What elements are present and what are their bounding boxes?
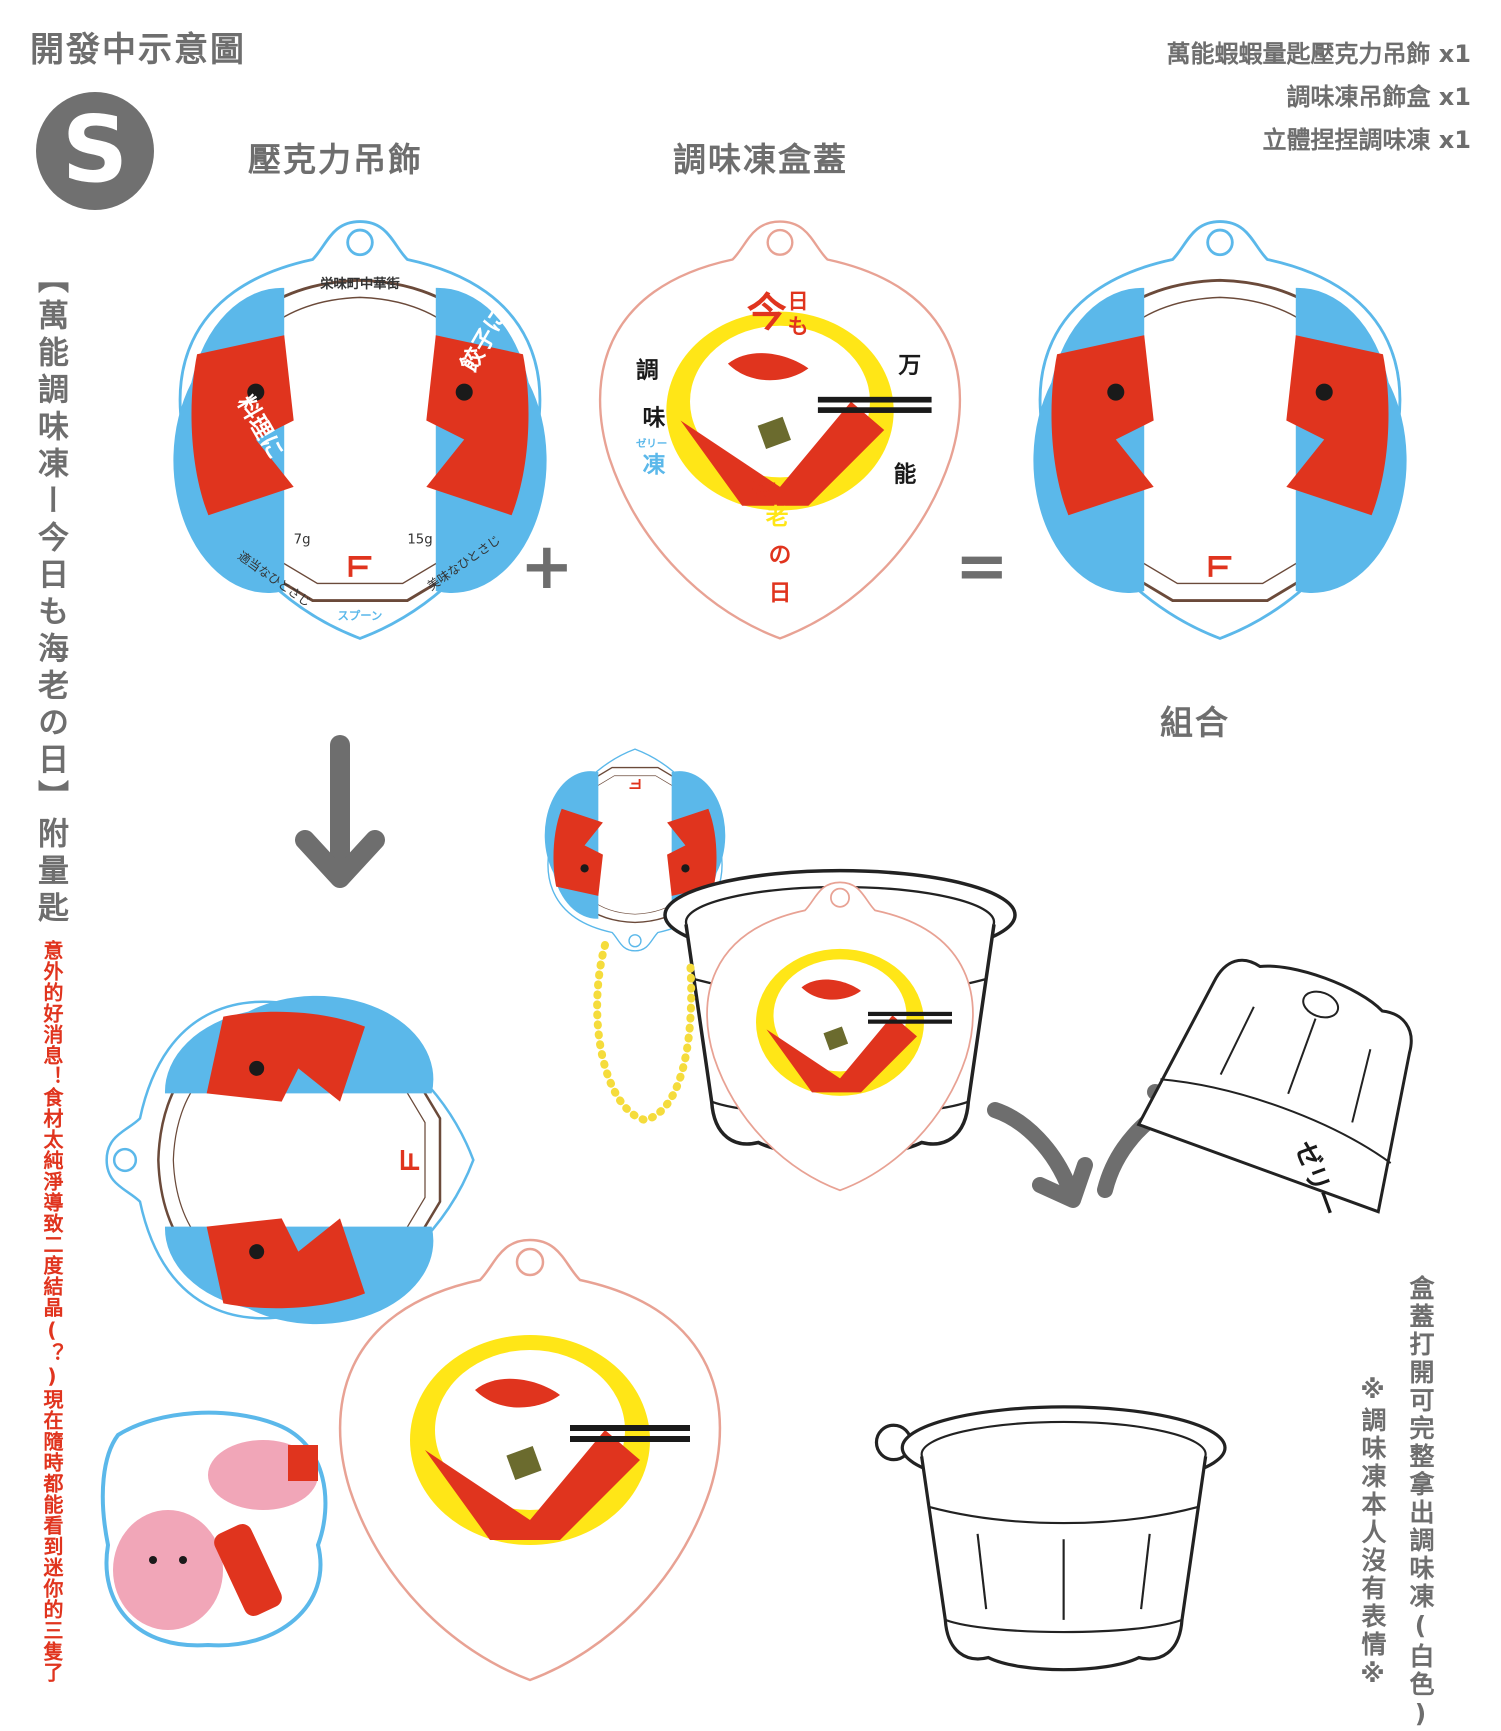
jelly-lid: 今 日 も 調 味 ゼリー 凍 万 能 海 老 の 日 (598, 220, 962, 640)
lid-umi-char: 海 (752, 478, 777, 507)
contents-item-box: 調味凍吊飾盒 x1 (1286, 83, 1471, 111)
charm-left-measure: 7g (294, 533, 311, 548)
charm-label: 壓克力吊飾 (248, 140, 423, 179)
open-lid-note: 盒蓋打開可完整拿出調味凍(白色) (1406, 1275, 1435, 1731)
combined-label: 組合 (1160, 703, 1230, 742)
equals-sign: = (955, 530, 1009, 604)
exploded-lid (338, 1238, 722, 1682)
no-face-note: ※調味凍本人沒有表情※ (1358, 1375, 1387, 1691)
lid-mo-char: も (788, 314, 809, 338)
combined-charm (1031, 219, 1409, 641)
inverted-jelly: ゼリー (1136, 958, 1413, 1221)
lid-cho-char: 調 (636, 357, 659, 384)
good-news-note: 意外的好消息！食材太純淨導致二度結晶(？)現在隨時都能看到迷你的三隻了 (40, 940, 64, 1683)
plus-sign: + (520, 530, 574, 604)
mini-trio-sticker (100, 1410, 328, 1648)
lid-jelly-small: ゼリー (636, 437, 667, 450)
lid-man-char: 万 (897, 353, 921, 379)
lid-to-char: 凍 (643, 453, 666, 479)
charm-top-arc-text: 栄味町中華街 (319, 275, 400, 292)
curved-arrow-down-icon (987, 1102, 1093, 1208)
lid-no-char: の (769, 543, 792, 569)
lid-day-char: 日 (788, 290, 809, 314)
down-arrow-icon (295, 735, 385, 888)
lid-label: 調味凍盒蓋 (673, 140, 848, 179)
side-title: 【萬能調味凍ー今日も海老の日】附量匙 (32, 262, 68, 928)
charm-spoon-text: スプーン (338, 608, 383, 622)
charm-right-measure: 15g (407, 533, 432, 548)
lid-nou-char: 能 (894, 461, 917, 488)
page-title: 開發中示意圖 (30, 30, 246, 70)
lid-hi-char: 日 (769, 581, 792, 607)
open-jelly-box (874, 1405, 1227, 1672)
contents-item-charm: 萬能蝦蝦量匙壓克力吊飾 x1 (1166, 40, 1471, 68)
contents-item-jelly: 立體捏捏調味凍 x1 (1262, 126, 1471, 154)
lid-today-char: 今 (747, 290, 787, 336)
lid-rou-char: 老 (765, 505, 789, 531)
acrylic-charm: 栄味町中華街 料理に 餃子に 7g 15g 適当なひとさじ 美味なひとさじ スプ… (171, 219, 549, 641)
jelly-cup-with-lid (663, 868, 1017, 1192)
bead-chain (593, 941, 696, 1125)
size-badge: S (36, 92, 154, 210)
lid-mi-char: 味 (643, 405, 666, 431)
